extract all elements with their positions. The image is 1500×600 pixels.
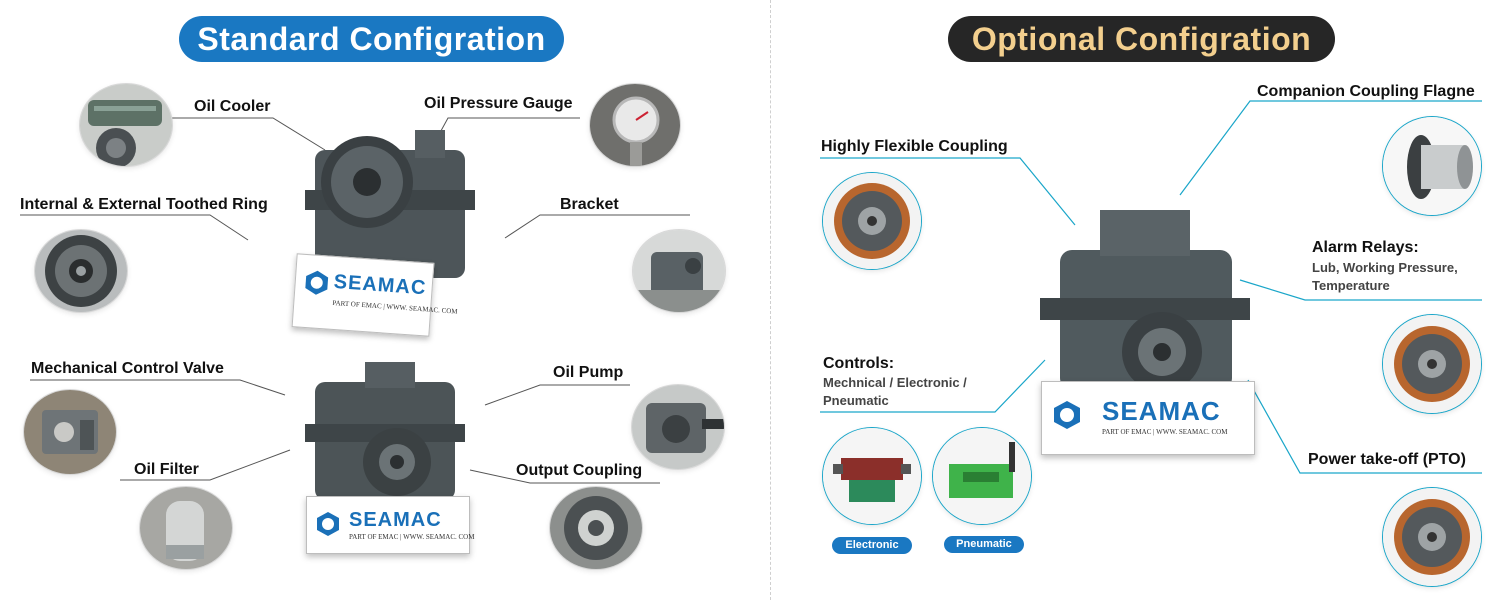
toothed-ring-photo xyxy=(35,230,127,312)
brand-name: SEAMAC xyxy=(1102,396,1221,426)
leader-bracket xyxy=(504,214,690,239)
optional-config-title: Optional Configration xyxy=(948,16,1335,62)
flexible-coupling-photo xyxy=(823,173,921,269)
label-controls: Controls: xyxy=(823,355,895,372)
leader-oil-cooler xyxy=(170,117,326,151)
leader-toothed-ring xyxy=(20,214,249,241)
companion-coupling-photo xyxy=(1383,117,1481,215)
label-output-coupling: Output Coupling xyxy=(516,462,643,479)
label-companion-coupling: Companion Coupling Flagne xyxy=(1257,83,1475,100)
gearbox-bottom-image xyxy=(305,362,465,502)
leader-companion-coupling xyxy=(1179,100,1482,196)
mechanical-control-valve-photo xyxy=(24,390,116,474)
label-oil-filter: Oil Filter xyxy=(134,461,199,478)
oil-filter-photo xyxy=(140,487,232,569)
leader-controls xyxy=(820,359,1046,413)
seamac-logo-icon xyxy=(317,512,339,536)
leader-alarm-relays xyxy=(1239,279,1482,301)
alarm-relays-detail-2: Temperature xyxy=(1312,278,1390,293)
controls-detail: Mechnical / Electronic / xyxy=(823,375,967,390)
alarm-relays-detail: Lub, Working Pressure, xyxy=(1312,260,1458,275)
seamac-logo-icon xyxy=(1054,401,1080,429)
gearbox-top-image xyxy=(305,120,475,280)
seamac-banner-optional: SEAMAC PART OF EMAC | WWW. SEAMAC. COM xyxy=(1041,381,1255,455)
brand-tagline: PART OF EMAC | WWW. SEAMAC. COM xyxy=(1102,428,1228,436)
label-bracket: Bracket xyxy=(560,196,619,213)
pto-photo xyxy=(1383,488,1481,586)
label-pto: Power take-off (PTO) xyxy=(1308,451,1466,468)
alarm-relays-photo xyxy=(1383,315,1481,413)
tag-pneumatic: Pneumatic xyxy=(944,536,1024,553)
brand-name: SEAMAC xyxy=(333,270,428,300)
label-highly-flexible-coupling: Highly Flexible Coupling xyxy=(821,138,1008,155)
bracket-photo xyxy=(633,230,725,312)
tag-electronic: Electronic xyxy=(832,537,912,554)
electronic-control-photo xyxy=(823,428,921,524)
brand-name: SEAMAC xyxy=(349,509,442,531)
label-alarm-relays: Alarm Relays: xyxy=(1312,239,1419,256)
oil-pump-photo xyxy=(632,385,724,469)
output-coupling-photo xyxy=(550,487,642,569)
label-oil-pump: Oil Pump xyxy=(553,364,624,381)
seamac-banner-top: SEAMAC PART OF EMAC | WWW. SEAMAC. COM xyxy=(291,253,458,337)
leader-output-coupling xyxy=(469,469,660,484)
gearbox-optional-image xyxy=(1040,210,1250,392)
leader-oil-filter xyxy=(120,449,291,481)
oil-cooler-photo xyxy=(80,84,172,166)
oil-pressure-gauge-photo xyxy=(590,84,680,166)
leader-control-valve xyxy=(30,379,286,396)
section-divider xyxy=(770,0,771,600)
controls-detail-2: Pneumatic xyxy=(823,393,889,408)
label-oil-cooler: Oil Cooler xyxy=(194,98,271,115)
label-mechanical-control-valve: Mechanical Control Valve xyxy=(31,360,224,377)
label-toothed-ring: Internal & External Toothed Ring xyxy=(20,196,268,213)
brand-tagline: PART OF EMAC | WWW. SEAMAC. COM xyxy=(349,533,475,541)
seamac-logo-icon xyxy=(305,270,329,295)
pneumatic-control-photo xyxy=(933,428,1031,524)
leader-pto xyxy=(1247,379,1482,474)
leader-oil-pump xyxy=(484,384,630,406)
standard-config-title: Standard Configration xyxy=(179,16,564,62)
label-oil-pressure-gauge: Oil Pressure Gauge xyxy=(424,95,573,112)
leader-flexible-coupling xyxy=(820,157,1076,226)
seamac-banner-bottom: SEAMAC PART OF EMAC | WWW. SEAMAC. COM xyxy=(306,496,474,554)
